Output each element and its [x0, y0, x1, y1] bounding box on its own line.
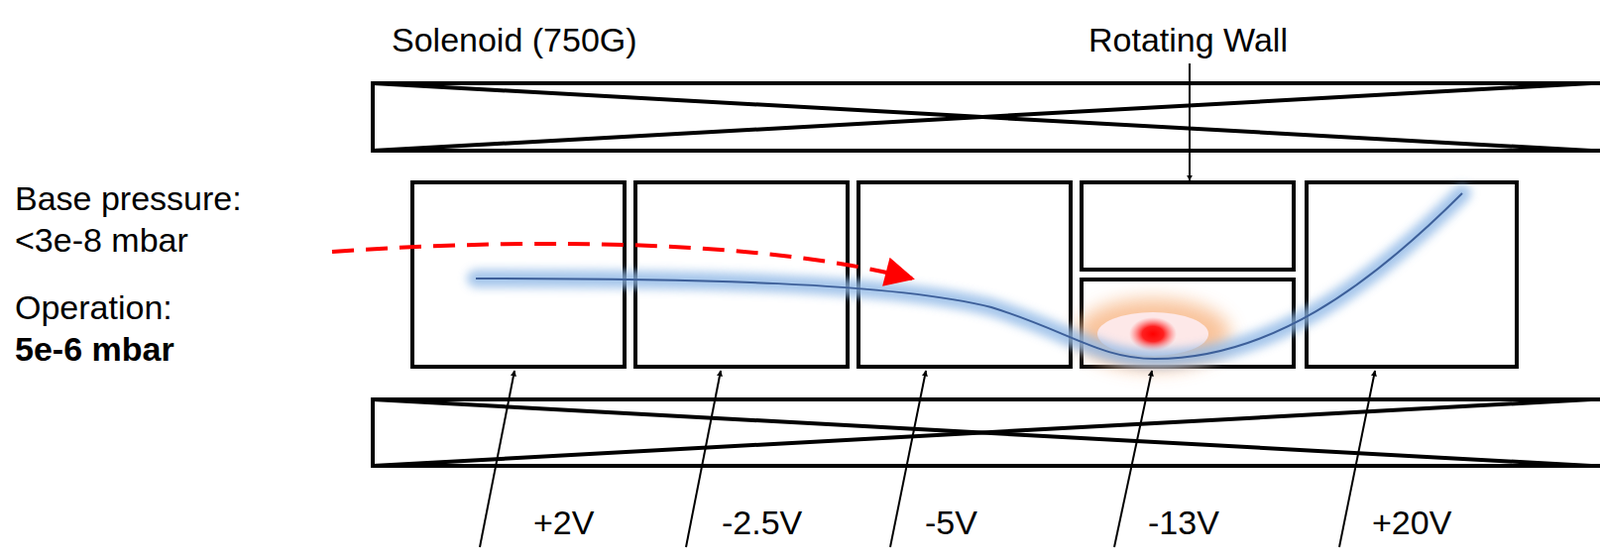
- potential-curve: [475, 193, 1463, 359]
- coil-cross: [372, 399, 1592, 466]
- voltage-label: -2.5V: [721, 502, 802, 544]
- rotating-wall-segment: [1081, 182, 1294, 270]
- solenoid-coil: [372, 399, 1600, 466]
- coil-cross: [372, 83, 1592, 151]
- cloud-core: [1129, 317, 1177, 351]
- voltage-label: -13V: [1147, 502, 1220, 544]
- coil-cross: [372, 83, 1592, 151]
- electrodes: [412, 182, 1517, 367]
- leader-arrow: [479, 370, 515, 548]
- voltage-label: -5V: [924, 502, 978, 544]
- leader-arrow: [1188, 63, 1191, 181]
- voltage-label: +2V: [533, 502, 594, 544]
- note-text: Base pressure:: [14, 178, 242, 220]
- voltage-leaders: [479, 370, 1375, 548]
- leader-arrow: [890, 370, 926, 548]
- potential-glow: [475, 193, 1463, 359]
- note-text: 5e-6 mbar: [14, 329, 175, 370]
- coil-cross: [372, 399, 1592, 466]
- solenoid: [372, 83, 1600, 466]
- solenoid-coil: [372, 83, 1600, 151]
- electrode: [1306, 182, 1517, 367]
- leader-arrow: [1339, 370, 1375, 548]
- part-label: Rotating Wall: [1088, 19, 1288, 61]
- part-label: Solenoid (750G): [391, 19, 638, 61]
- incoming-beam-arrow: [332, 243, 913, 279]
- note-text: <3e-8 mbar: [14, 220, 189, 261]
- note-text: Operation:: [14, 287, 173, 329]
- voltage-label: +20V: [1371, 502, 1452, 544]
- leader-arrow: [685, 370, 721, 548]
- leader-arrow: [1114, 370, 1152, 548]
